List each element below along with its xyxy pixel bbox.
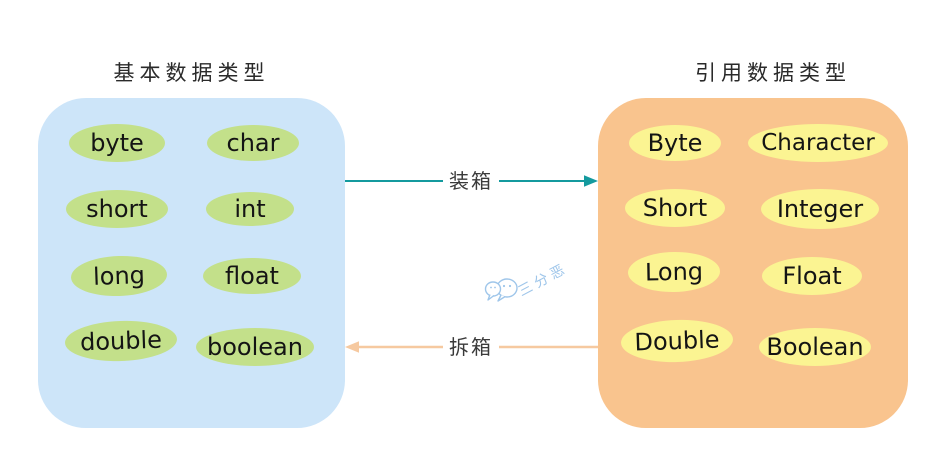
primitive-type-char: char [207,125,299,161]
primitive-types-panel: byte char short int long float double bo… [38,98,345,428]
wrapper-type-integer: Integer [761,189,879,229]
wrapper-type-long: Long [627,251,721,293]
wrapper-type-boolean: Boolean [759,328,871,366]
reference-types-panel: Byte Character Short Integer Long Float … [598,98,908,428]
wrapper-type-short: Short [625,189,725,227]
primitive-type-int: int [206,192,294,226]
reference-types-title: 引用数据类型 [695,61,851,85]
wechat-icon [484,278,518,302]
wrapper-type-byte: Byte [629,125,721,161]
unboxing-label: 拆箱 [443,333,499,361]
wrapper-type-float: Float [762,257,862,295]
boxing-label: 装箱 [443,167,499,195]
watermark: 三分恶 [483,260,603,318]
wrapper-type-double: Double [620,318,734,364]
primitive-types-title: 基本数据类型 [113,61,270,85]
primitive-type-short: short [66,190,168,228]
watermark-text: 三分恶 [515,260,571,300]
wrapper-type-character: Character [748,124,888,162]
primitive-type-boolean: boolean [196,328,314,366]
primitive-type-byte: byte [69,124,165,162]
primitive-type-long: long [70,254,168,298]
primitive-type-double: double [64,319,178,363]
primitive-type-float: float [203,258,301,294]
